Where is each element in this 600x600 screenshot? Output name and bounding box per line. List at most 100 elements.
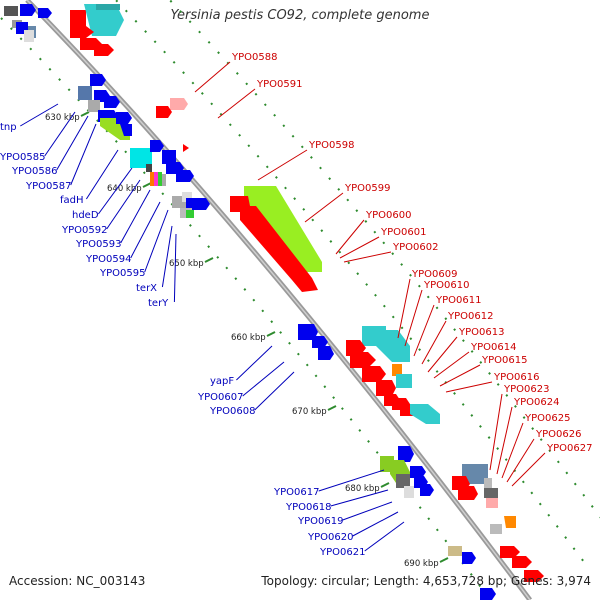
callout-line bbox=[364, 521, 405, 552]
gene-label-reverse: YPO0617 bbox=[273, 487, 319, 498]
callout-line bbox=[489, 393, 503, 471]
tick-mark bbox=[327, 405, 337, 411]
gene-label-reverse: YPO0619 bbox=[297, 516, 343, 527]
map-title: Yersinia pestis CO92, complete genome bbox=[170, 8, 430, 23]
feature-arrow bbox=[524, 570, 544, 582]
gene-label-forward: YPO0598 bbox=[308, 140, 354, 151]
accession-text: Accession: NC_003143 bbox=[9, 574, 146, 588]
feature-block bbox=[396, 374, 412, 388]
feature-block bbox=[70, 10, 86, 26]
gene-callouts: YPO0588YPO0591YPO0598YPO0599YPO0600YPO06… bbox=[0, 52, 592, 558]
callout-line bbox=[511, 452, 546, 487]
gene-label-forward: YPO0609 bbox=[411, 269, 457, 280]
feature-arrow bbox=[104, 96, 120, 108]
gene-label-forward: YPO0588 bbox=[231, 52, 277, 63]
feature-block bbox=[404, 486, 414, 498]
callout-line bbox=[120, 189, 151, 244]
callout-line bbox=[161, 225, 173, 288]
genome-backbone-highlight bbox=[26, 0, 531, 600]
feature-block bbox=[448, 546, 462, 556]
feature-block bbox=[84, 4, 124, 36]
gene-label-reverse: YPO0621 bbox=[319, 547, 365, 558]
gene-label-forward: YPO0612 bbox=[447, 311, 493, 322]
gene-label-forward: YPO0615 bbox=[481, 355, 527, 366]
feature-block bbox=[146, 164, 152, 172]
feature-block bbox=[462, 464, 488, 484]
genome-stats-text: Topology: circular; Length: 4,653,728 bp… bbox=[261, 574, 591, 588]
callout-line bbox=[343, 251, 392, 263]
feature-arrow bbox=[38, 8, 52, 18]
gene-label-reverse: terX bbox=[136, 283, 157, 294]
callout-line bbox=[427, 336, 458, 373]
feature-block bbox=[484, 488, 498, 498]
feature-arrow bbox=[94, 44, 114, 56]
callout-line bbox=[496, 406, 513, 475]
callout-line bbox=[506, 438, 535, 483]
gene-label-reverse: YPO0593 bbox=[75, 239, 121, 250]
callout-line bbox=[106, 179, 141, 230]
feature-block bbox=[410, 404, 440, 424]
feature-arrow bbox=[70, 26, 94, 38]
gene-label-reverse: YPO0587 bbox=[25, 181, 71, 192]
feature-block bbox=[120, 124, 132, 136]
gene-label-reverse: YPO0620 bbox=[307, 532, 353, 543]
tick-mark bbox=[380, 482, 390, 488]
gene-label-reverse: tnp bbox=[0, 122, 17, 133]
gene-label-reverse: yapF bbox=[210, 376, 234, 387]
callout-line bbox=[56, 115, 89, 171]
callout-line bbox=[304, 192, 344, 223]
feature-arrow bbox=[176, 170, 194, 182]
callout-line bbox=[97, 167, 133, 215]
feature-arrow bbox=[480, 588, 496, 600]
feature-arrow bbox=[156, 106, 172, 118]
callout-line bbox=[330, 489, 389, 507]
gene-label-forward: YPO0614 bbox=[470, 342, 516, 353]
gene-label-forward: YPO0591 bbox=[256, 79, 302, 90]
feature-block bbox=[490, 524, 502, 534]
gene-label-forward: YPO0602 bbox=[392, 242, 438, 253]
gene-label-reverse: YPO0595 bbox=[99, 268, 145, 279]
gene-label-reverse: YPO0607 bbox=[197, 392, 243, 403]
callout-line bbox=[257, 149, 308, 181]
callout-line bbox=[85, 149, 119, 200]
dotted-guide bbox=[0, 17, 492, 600]
feature-block bbox=[88, 100, 100, 112]
feature-block bbox=[486, 498, 498, 508]
callout-line bbox=[254, 371, 295, 411]
tick-label: 680 kbp bbox=[345, 484, 380, 494]
callout-line bbox=[144, 209, 169, 273]
feature-arrow bbox=[240, 206, 318, 292]
callout-line bbox=[397, 278, 411, 339]
gene-label-forward: YPO0611 bbox=[435, 295, 481, 306]
gene-label-reverse: YPO0585 bbox=[0, 152, 45, 163]
feature-block bbox=[130, 148, 152, 168]
gene-label-forward: YPO0613 bbox=[458, 327, 504, 338]
gene-label-reverse: YPO0608 bbox=[209, 406, 255, 417]
dotted-guide bbox=[168, 0, 600, 519]
callout-line bbox=[335, 219, 365, 255]
feature-block bbox=[162, 174, 166, 186]
callout-line bbox=[501, 422, 524, 479]
gene-label-forward: YPO0600 bbox=[365, 210, 411, 221]
feature-arrow bbox=[183, 144, 189, 152]
gene-label-forward: YPO0624 bbox=[513, 397, 559, 408]
gene-label-reverse: YPO0586 bbox=[11, 166, 57, 177]
gene-label-forward: YPO0601 bbox=[380, 227, 426, 238]
callout-line bbox=[217, 88, 256, 119]
gene-label-reverse: YPO0592 bbox=[61, 225, 107, 236]
callout-line bbox=[439, 364, 481, 387]
callout-line bbox=[404, 289, 423, 347]
feature-blocks bbox=[4, 4, 544, 600]
gene-label-forward: YPO0623 bbox=[503, 384, 549, 395]
callout-line bbox=[130, 201, 161, 259]
gene-label-forward: YPO0599 bbox=[344, 183, 390, 194]
feature-arrow bbox=[196, 198, 210, 210]
feature-arrow bbox=[20, 4, 36, 16]
feature-arrow bbox=[312, 336, 328, 348]
feature-arrow bbox=[398, 446, 414, 462]
callout-line bbox=[352, 511, 399, 537]
callout-line bbox=[339, 236, 380, 259]
feature-arrow bbox=[462, 552, 476, 564]
gene-label-reverse: fadH bbox=[60, 195, 84, 206]
callout-line bbox=[421, 320, 447, 365]
